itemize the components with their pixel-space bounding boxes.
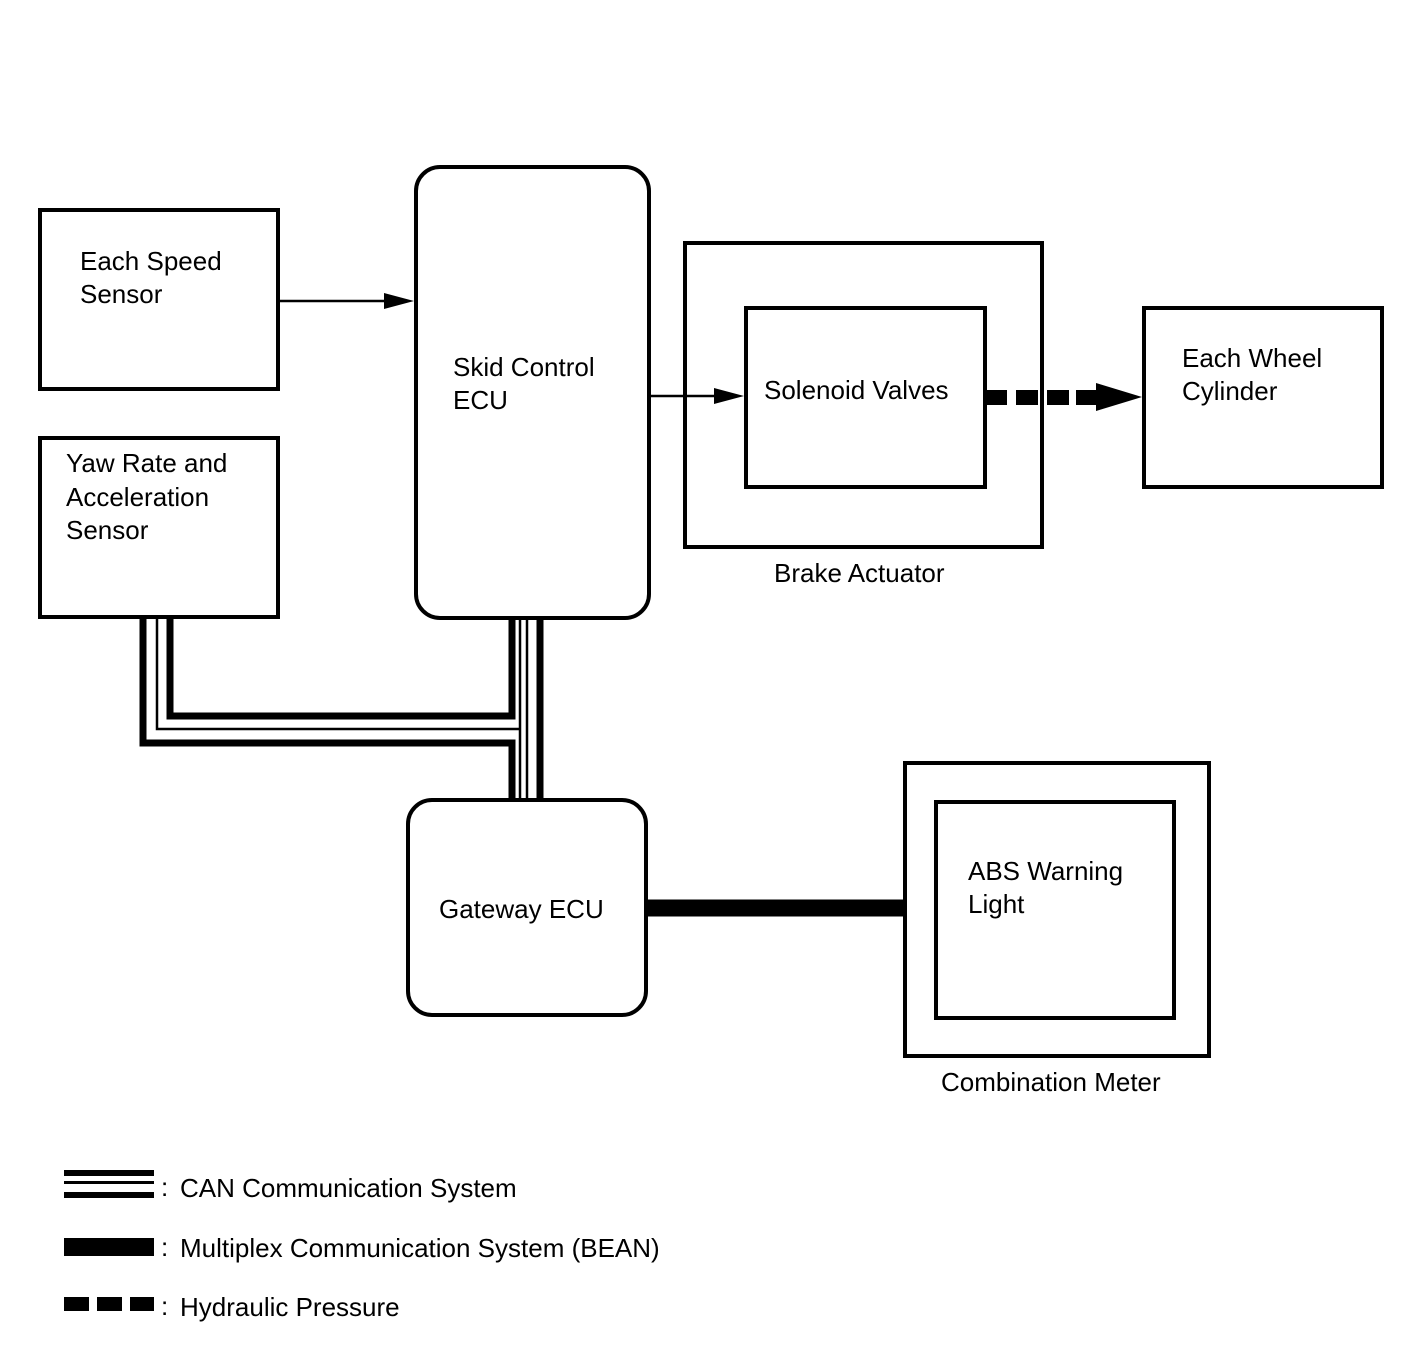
can-bus-skid-gateway-link: [518, 620, 544, 800]
legend-hydraulic-separator: :: [161, 1291, 168, 1321]
skid-to-solenoid-arrow: [651, 388, 744, 404]
skid-ecu-box: [414, 165, 651, 620]
skid-ecu-label: Skid Control ECU: [453, 352, 602, 415]
yaw-sensor-box: [38, 436, 280, 619]
legend: : CAN Communication System : Multiplex C…: [64, 1170, 660, 1322]
legend-hydraulic-label: Hydraulic Pressure: [180, 1292, 400, 1322]
gateway-ecu-label: Gateway ECU: [439, 894, 604, 924]
can-bus-yaw-link: [139, 618, 520, 800]
solenoid-valves-box: [744, 306, 987, 489]
speed-to-skid-arrow: [280, 293, 414, 309]
abs-warning-light-label: ABS Warning Light: [968, 856, 1130, 919]
speed-sensor-box: [38, 208, 280, 391]
brake-actuator-label: Brake Actuator: [774, 558, 945, 588]
yaw-sensor-label: Yaw Rate and Acceleration Sensor: [66, 448, 235, 545]
legend-hydraulic-symbol: [64, 1297, 154, 1311]
solenoid-valves-label: Solenoid Valves: [764, 375, 949, 405]
legend-can-label: CAN Communication System: [180, 1173, 517, 1203]
speed-sensor-label: Each Speed Sensor: [80, 246, 229, 309]
legend-bean-separator: :: [161, 1232, 168, 1262]
wheel-cylinder-label: Each Wheel Cylinder: [1182, 343, 1329, 406]
combination-meter-box: [903, 761, 1211, 1058]
legend-bean-label: Multiplex Communication System (BEAN): [180, 1233, 660, 1263]
legend-bean-symbol: [64, 1238, 154, 1256]
legend-can-symbol: [64, 1170, 154, 1198]
combination-meter-label: Combination Meter: [941, 1067, 1161, 1097]
abs-warning-light-box: [934, 800, 1176, 1020]
legend-can-separator: :: [161, 1172, 168, 1202]
solenoid-to-wheel-hydraulic-arrow: [987, 383, 1142, 411]
wheel-cylinder-box: [1142, 306, 1384, 489]
